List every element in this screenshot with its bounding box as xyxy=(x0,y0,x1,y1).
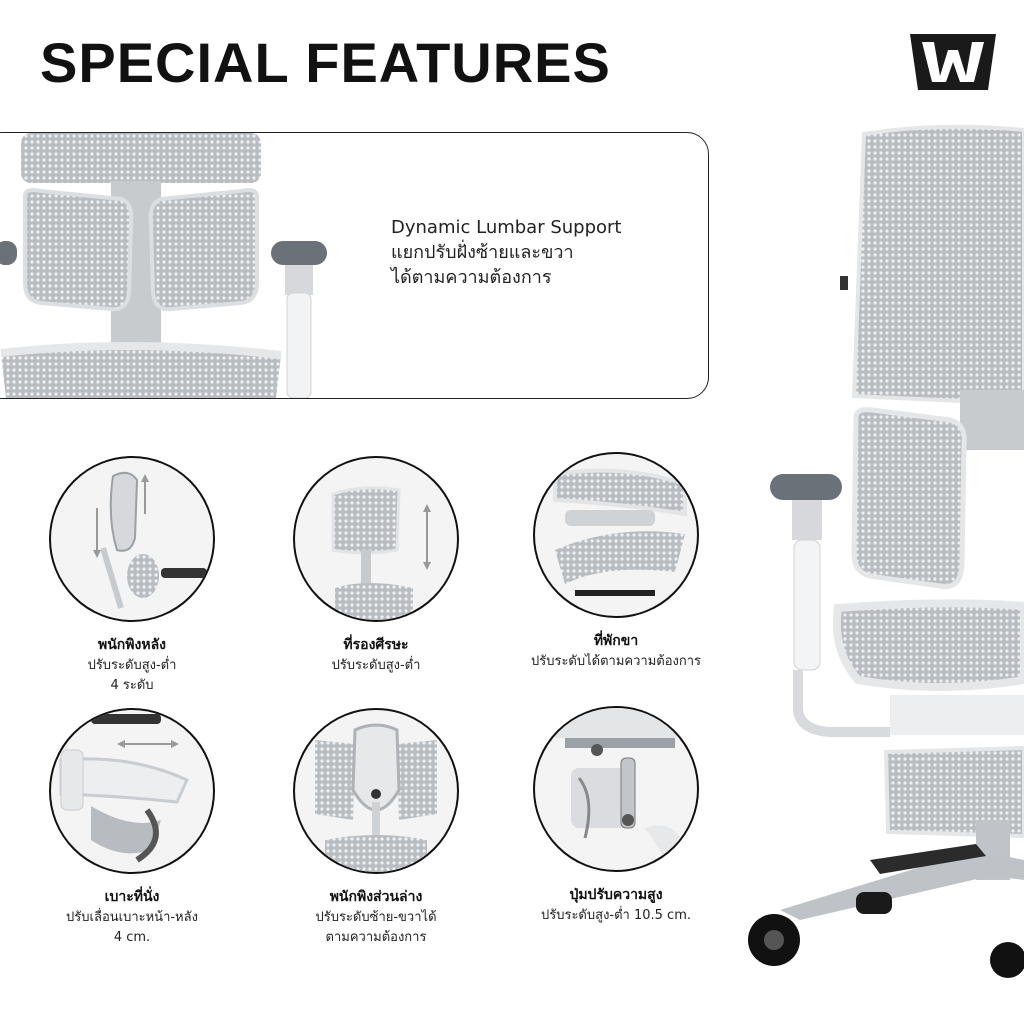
feature-desc: 4 cm. xyxy=(113,930,151,945)
headrest-image xyxy=(293,456,459,622)
footrest-image xyxy=(533,452,699,618)
feature-desc: 4 ระดับ xyxy=(110,678,154,693)
feature-desc: ปรับระดับสูง-ต่ำ xyxy=(331,658,421,673)
feature-footrest: ที่พักขา ปรับระดับได้ตามความต้องการ xyxy=(506,452,726,672)
chair-image xyxy=(748,124,1024,978)
feature-desc: ปรับระดับสูง-ต่ำ 10.5 cm. xyxy=(540,908,691,923)
feature-height-adjust: ปุ่มปรับความสูง ปรับระดับสูง-ต่ำ 10.5 cm… xyxy=(506,706,726,926)
lumbar-support-image xyxy=(0,133,327,398)
lumbar-desc-line2: ได้ตามความต้องการ xyxy=(391,267,552,288)
feature-backrest: พนักพิงหลัง ปรับระดับสูง-ต่ำ 4 ระดับ xyxy=(22,456,242,696)
feature-title: ที่รองศีรษะ xyxy=(343,637,409,653)
feature-desc: ปรับระดับได้ตามความต้องการ xyxy=(530,654,702,669)
feature-headrest: ที่รองศีรษะ ปรับระดับสูง-ต่ำ xyxy=(266,456,486,676)
feature-desc: ตามความต้องการ xyxy=(325,930,427,945)
lumbar-support-panel: Dynamic Lumbar Support แยกปรับฝั่งซ้ายแล… xyxy=(0,132,709,399)
feature-title: พนักพิงส่วนล่าง xyxy=(329,889,423,905)
feature-seat: เบาะที่นั่ง ปรับเลื่อนเบาะหน้า-หลัง 4 cm… xyxy=(22,708,242,948)
brand-logo-icon xyxy=(908,32,998,92)
lumbar-desc-line1: แยกปรับฝั่งซ้ายและขวา xyxy=(391,242,574,263)
seat-image xyxy=(49,708,215,874)
feature-lower-backrest: พนักพิงส่วนล่าง ปรับระดับซ้าย-ขวาได้ ตาม… xyxy=(266,708,486,948)
feature-desc: ปรับเลื่อนเบาะหน้า-หลัง xyxy=(66,910,198,925)
feature-desc: ปรับระดับซ้าย-ขวาได้ xyxy=(315,910,437,925)
feature-desc: ปรับระดับสูง-ต่ำ xyxy=(87,658,177,673)
backrest-image xyxy=(49,456,215,622)
lumbar-heading: Dynamic Lumbar Support xyxy=(391,217,622,238)
lower-backrest-image xyxy=(293,708,459,874)
feature-title: พนักพิงหลัง xyxy=(98,637,166,653)
feature-title: ปุ่มปรับความสูง xyxy=(569,887,663,903)
page-title: SPECIAL FEATURES xyxy=(40,31,611,94)
feature-title: เบาะที่นั่ง xyxy=(104,889,160,905)
feature-title: ที่พักขา xyxy=(593,633,639,649)
height-adjust-image xyxy=(533,706,699,872)
